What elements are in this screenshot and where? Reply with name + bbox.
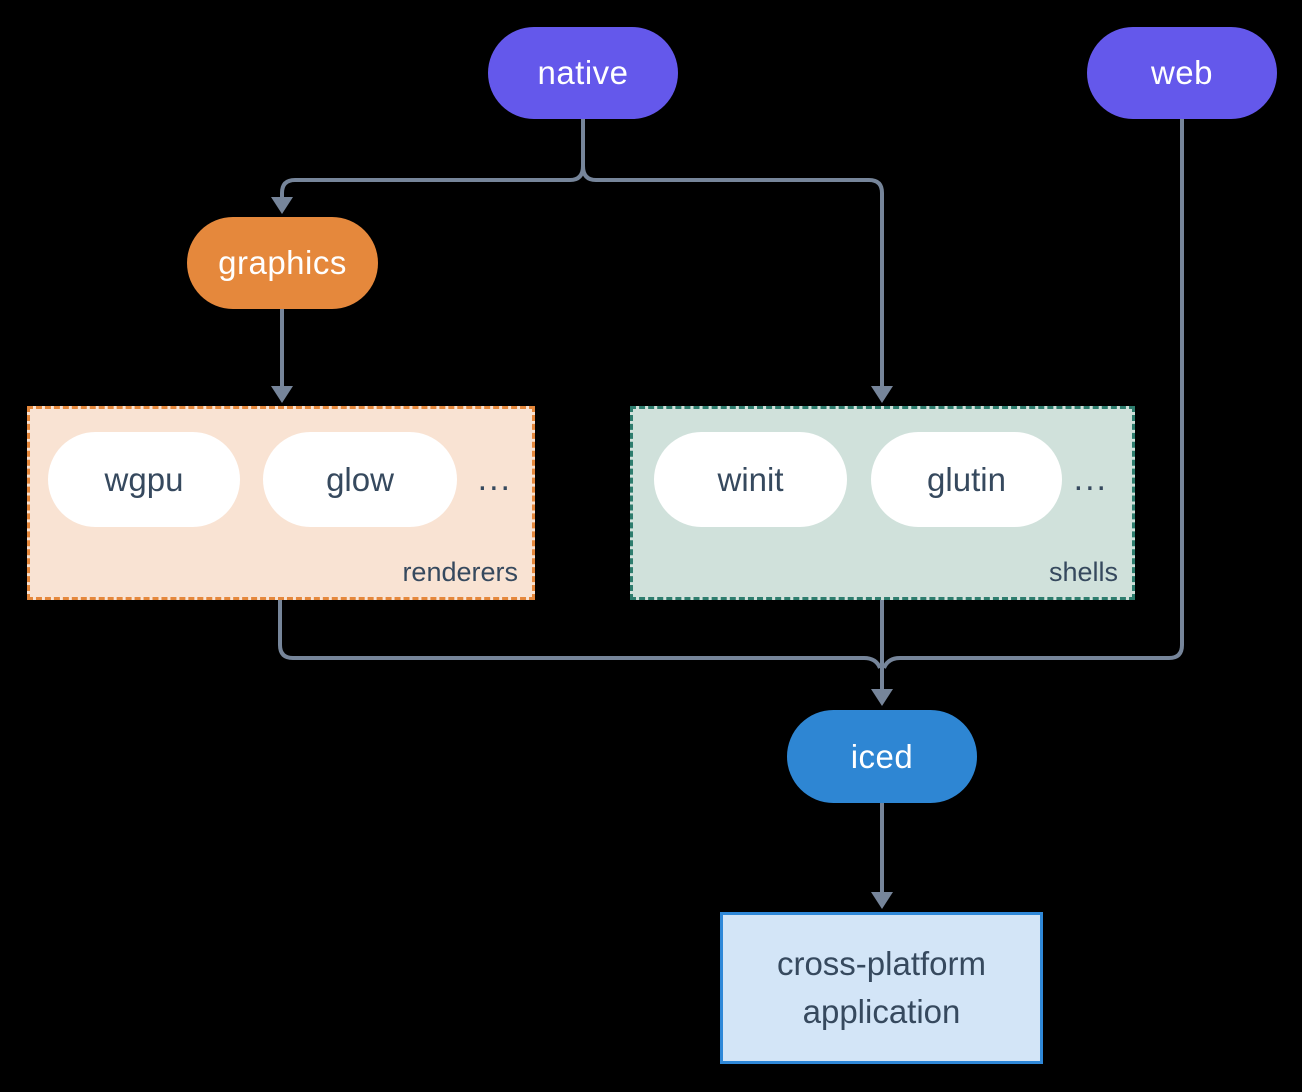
node-glow: glow xyxy=(263,432,457,527)
node-web-label: web xyxy=(1150,54,1214,91)
node-graphics: graphics xyxy=(187,217,378,309)
group-shells: winit glutin ... shells xyxy=(630,406,1135,600)
node-native: native xyxy=(488,27,678,119)
node-wgpu: wgpu xyxy=(48,432,240,527)
node-glutin: glutin xyxy=(871,432,1062,527)
arrowhead-shells xyxy=(871,386,893,403)
shells-ellipsis: ... xyxy=(1073,460,1108,498)
renderers-ellipsis: ... xyxy=(477,460,512,498)
node-iced-label: iced xyxy=(850,737,914,775)
arrowhead-renderers xyxy=(271,386,293,403)
node-glutin-label: glutin xyxy=(927,460,1006,498)
edge-web-iced xyxy=(882,119,1184,669)
node-cross-platform-application: cross-platform application xyxy=(720,912,1043,1064)
group-renderers: wgpu glow ... renderers xyxy=(27,406,535,600)
arrowhead-graphics xyxy=(271,197,293,214)
shells-group-label: shells xyxy=(1048,557,1118,587)
edge-native-shells xyxy=(581,119,884,386)
application-label-line1: cross-platform xyxy=(776,945,987,983)
renderers-group-label: renderers xyxy=(402,557,518,587)
node-native-label: native xyxy=(537,54,629,91)
node-winit-label: winit xyxy=(717,460,784,498)
edge-native-graphics xyxy=(280,119,585,197)
node-graphics-label: graphics xyxy=(218,244,347,281)
node-web: web xyxy=(1087,27,1277,119)
node-glow-label: glow xyxy=(326,460,394,498)
arrowhead-iced xyxy=(871,689,893,706)
node-wgpu-label: wgpu xyxy=(104,460,184,498)
edge-renderers-iced xyxy=(278,600,882,669)
node-winit: winit xyxy=(654,432,847,527)
application-label-line2: application xyxy=(802,993,961,1030)
node-iced: iced xyxy=(787,710,977,803)
arrowhead-application xyxy=(871,892,893,909)
